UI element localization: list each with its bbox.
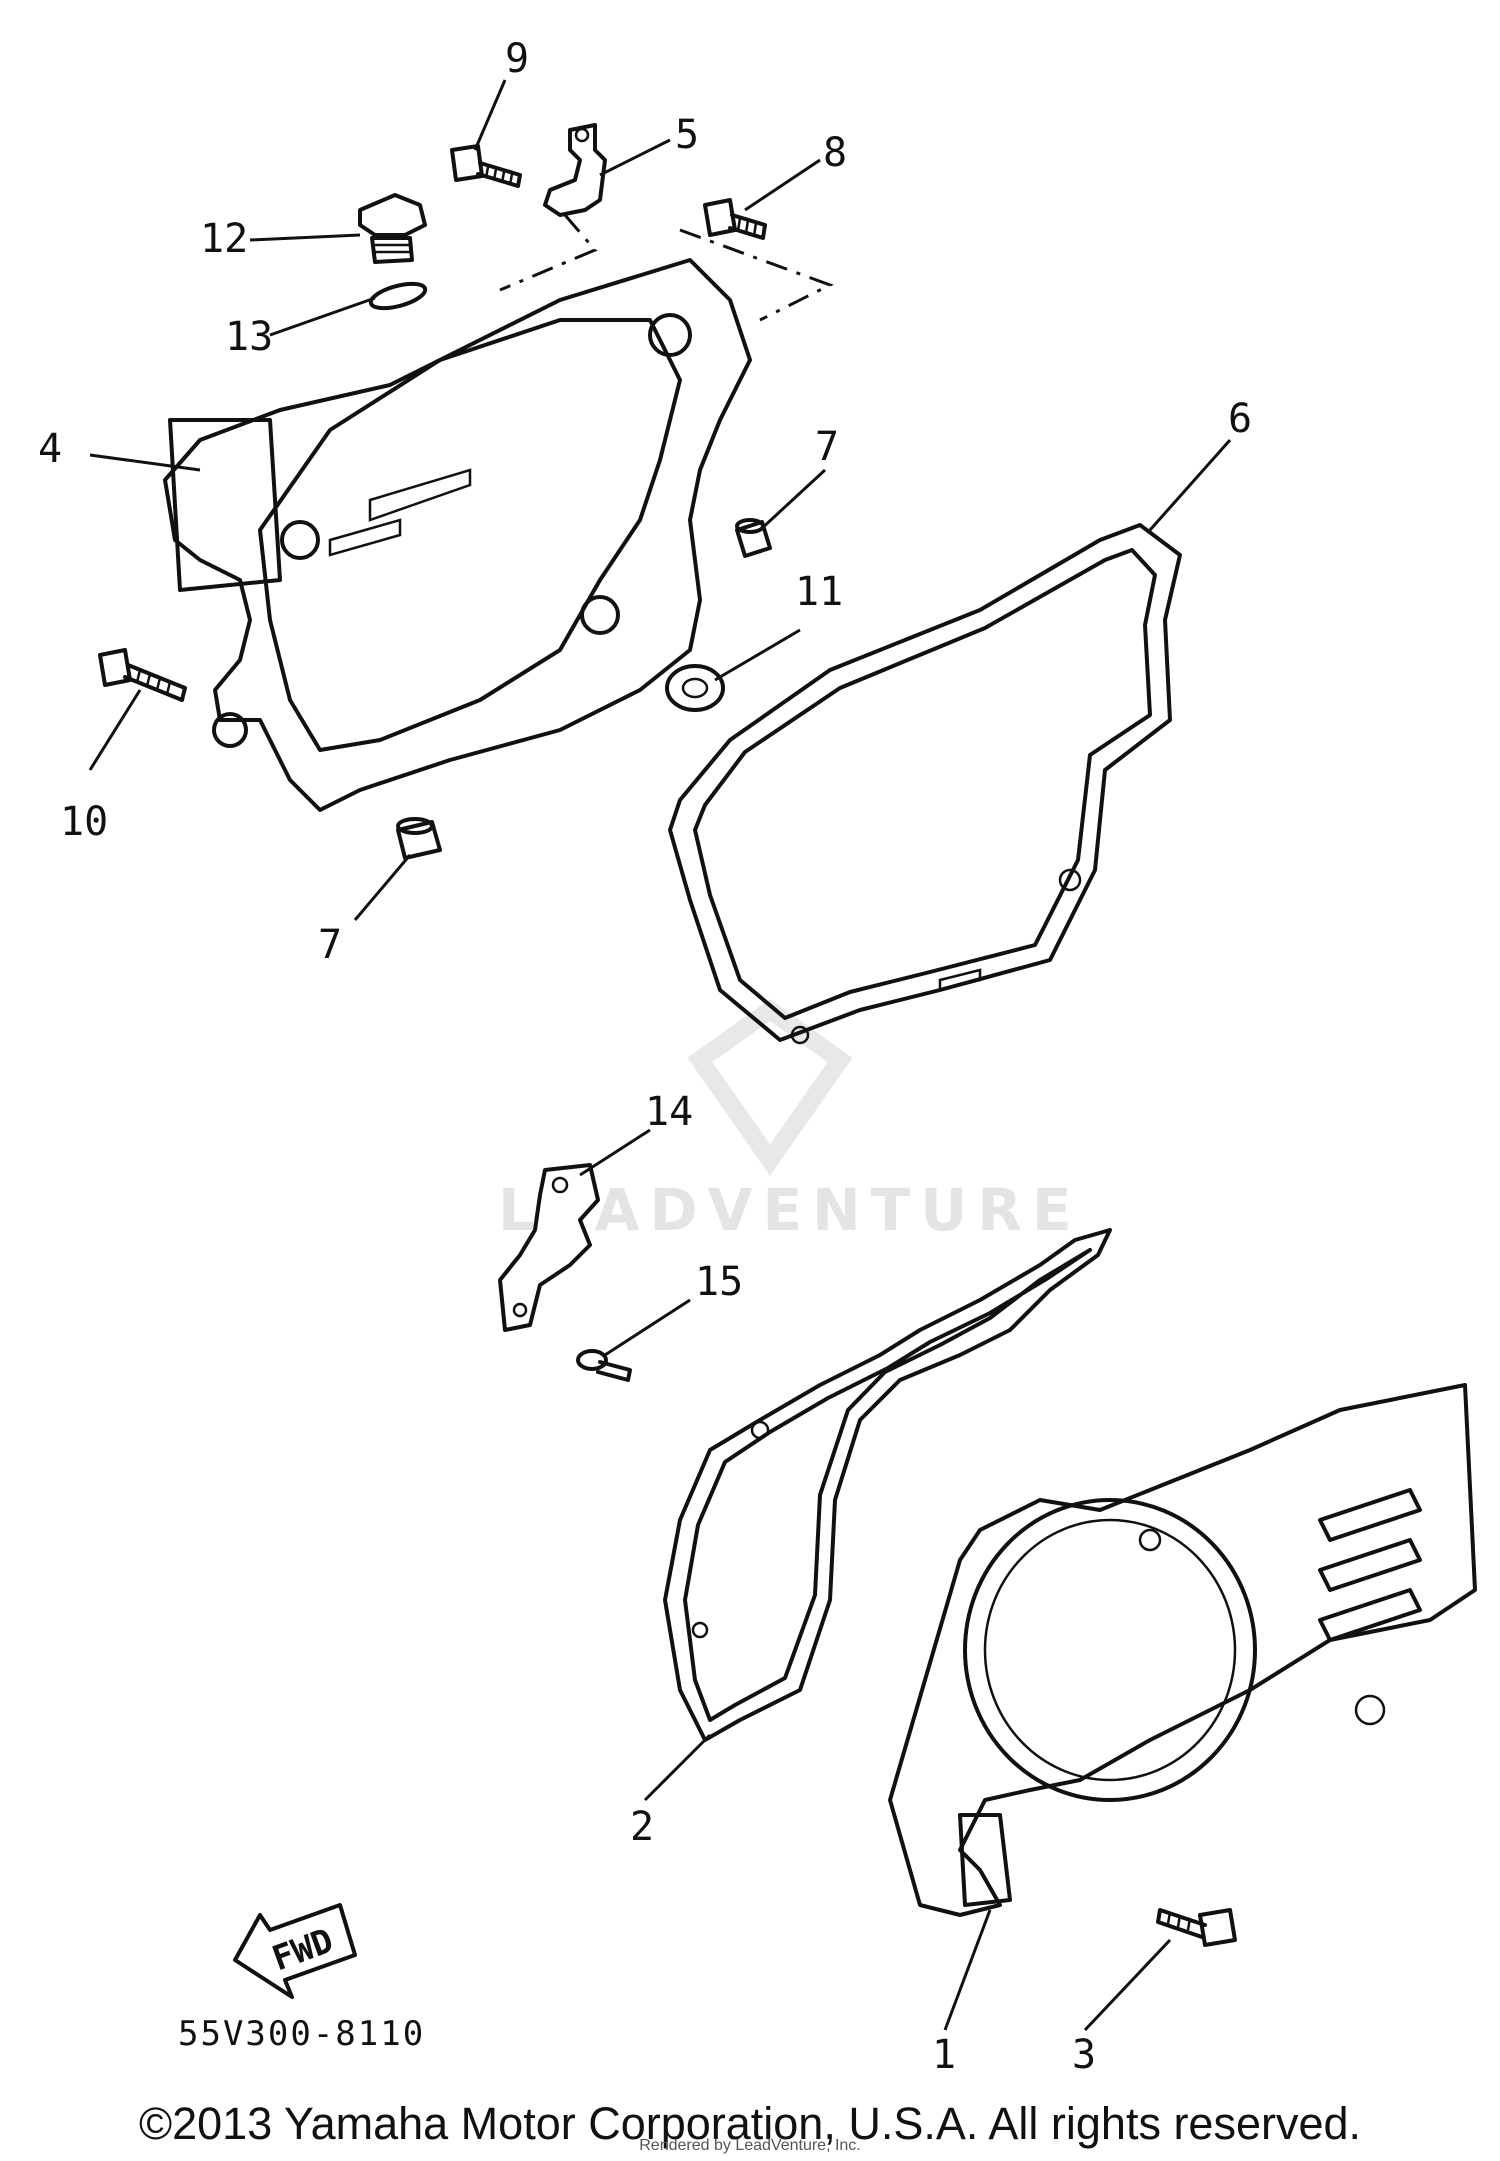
callout-11: 11 — [795, 569, 843, 615]
bracket-5 — [543, 123, 607, 217]
oil-plug-12 — [358, 193, 427, 264]
rendered-by-note: Rendered by LeadVenture, Inc. — [639, 2137, 861, 2154]
callout-8: 8 — [823, 130, 847, 176]
gasket-6 — [668, 523, 1182, 1045]
callout-2: 2 — [630, 1804, 654, 1850]
bolt-9 — [450, 144, 522, 188]
callout-1: 1 — [932, 2032, 956, 2078]
bolt-8 — [703, 198, 767, 240]
callout-3: 3 — [1072, 2032, 1096, 2078]
screw-15 — [576, 1349, 632, 1382]
callout-14: 14 — [645, 1089, 693, 1135]
crankcase-cover-4 — [163, 258, 752, 812]
callout-13: 13 — [225, 314, 273, 360]
crankcase-cover-1 — [888, 1383, 1477, 1917]
gasket-2 — [663, 1228, 1112, 1742]
leader-lines — [88, 79, 1232, 2032]
callout-6: 6 — [1228, 396, 1252, 442]
callout-15: 15 — [695, 1259, 743, 1305]
o-ring-13 — [368, 281, 428, 311]
fwd-label: FWD — [267, 1921, 338, 1980]
callout-9: 9 — [505, 36, 529, 82]
oil-seal-11 — [665, 664, 725, 712]
alignment-lines — [499, 214, 834, 322]
callout-12: 12 — [200, 216, 248, 262]
callout-7b: 7 — [318, 922, 342, 968]
callout-5: 5 — [675, 112, 699, 158]
bracket-14 — [498, 1163, 600, 1332]
callout-10: 10 — [60, 799, 108, 845]
dowel-pin-7b — [396, 817, 442, 860]
callout-7a: 7 — [815, 424, 839, 470]
callout-4: 4 — [38, 426, 62, 472]
callouts: 9 5 8 12 13 4 7 6 11 10 7 14 15 2 1 3 — [38, 36, 1252, 2078]
fwd-arrow: FWD — [233, 1903, 357, 1999]
bolt-3 — [1156, 1908, 1237, 1947]
copyright-notice: ©2013 Yamaha Motor Corporation, U.S.A. A… — [138, 2098, 1362, 2149]
diagram-code: 55V300-8110 — [178, 2014, 425, 2054]
bolt-10 — [98, 648, 187, 702]
